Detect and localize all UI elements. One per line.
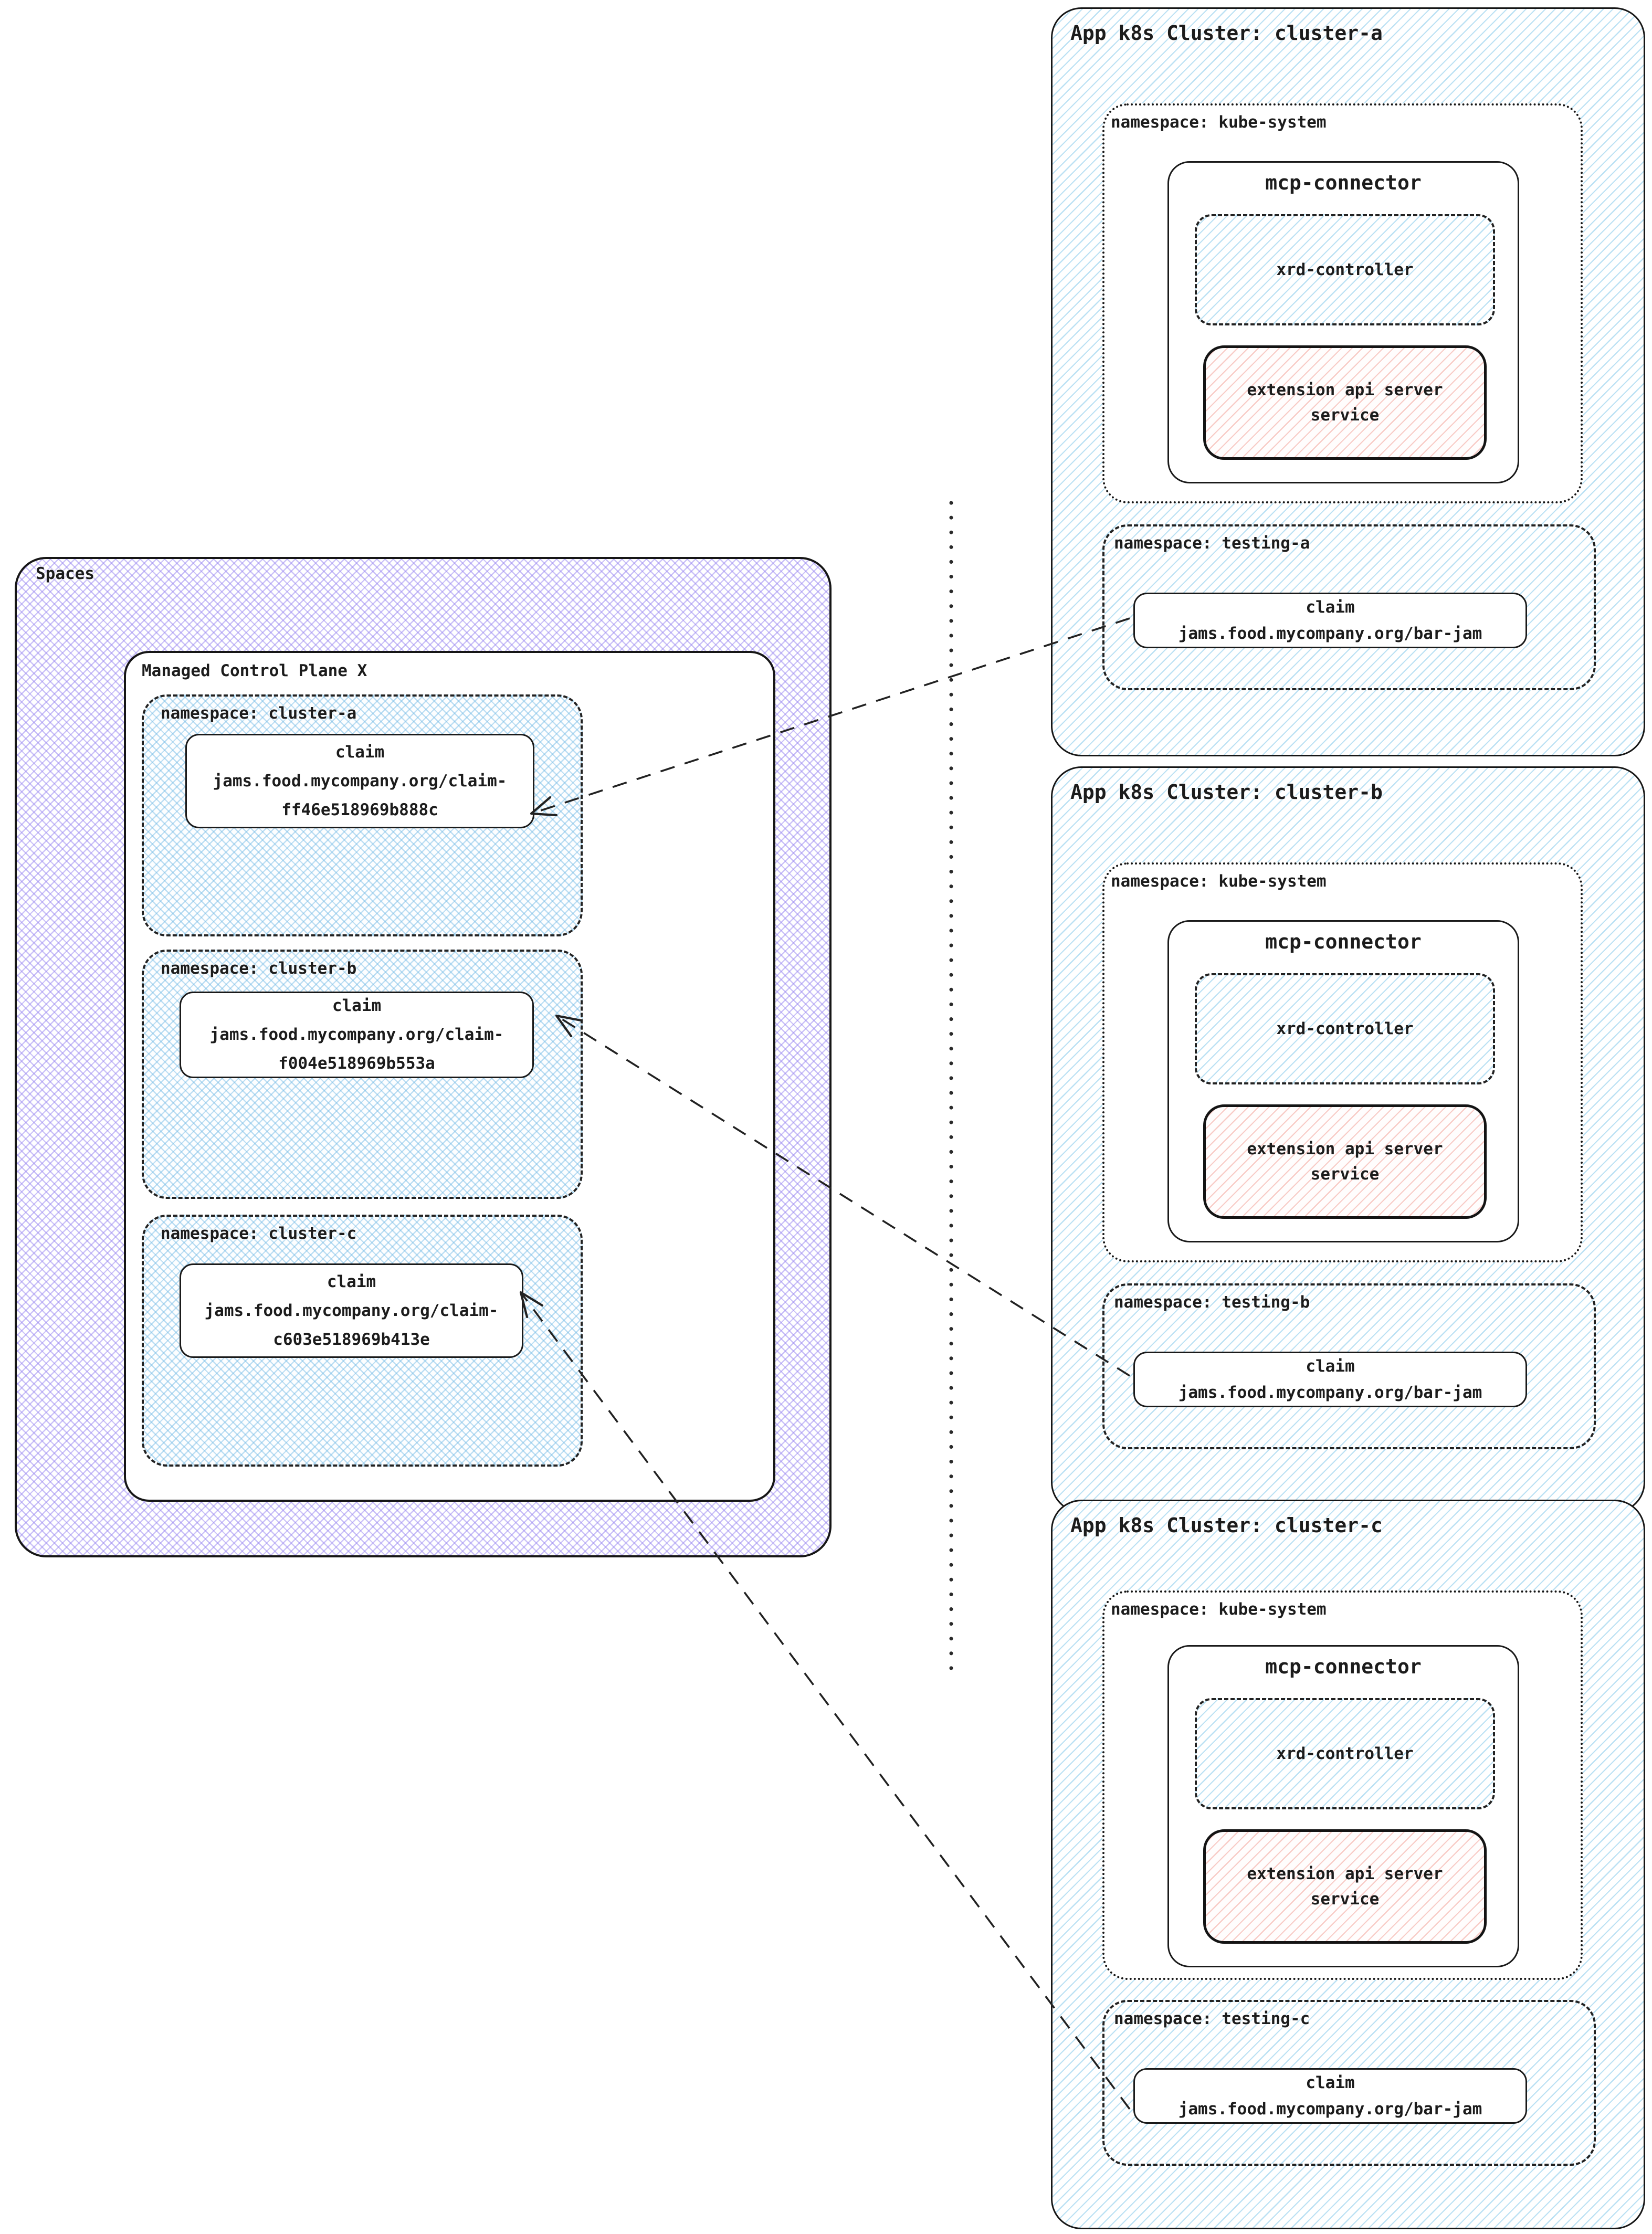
mcp-connector-box-b: mcp-connector xrd-controller extension a… <box>1167 920 1519 1242</box>
extension-api-server-line2: service <box>1310 1890 1380 1909</box>
managed-control-plane-label: Managed Control Plane X <box>142 661 367 680</box>
app-cluster-b-title: App k8s Cluster: cluster-b <box>1070 781 1383 804</box>
xrd-controller-label: xrd-controller <box>1276 1744 1414 1763</box>
kube-system-label: namespace: kube-system <box>1111 872 1327 891</box>
app-cluster-a-title: App k8s Cluster: cluster-a <box>1070 22 1383 45</box>
namespace-cluster-b-label: namespace: cluster-b <box>161 959 357 978</box>
namespace-cluster-a-label: namespace: cluster-a <box>161 704 357 723</box>
namespace-cluster-c-label: namespace: cluster-c <box>161 1224 357 1243</box>
claim-title: claim <box>332 996 382 1015</box>
claim-path: jams.food.mycompany.org/claim- <box>209 1025 504 1044</box>
kube-system-box-a: namespace: kube-system mcp-connector xrd… <box>1102 103 1583 503</box>
namespace-cluster-b-box: namespace: cluster-b claim jams.food.myc… <box>142 950 583 1199</box>
spaces-container: Spaces Managed Control Plane X namespace… <box>15 557 832 1557</box>
xrd-controller-box-c: xrd-controller <box>1195 1698 1495 1809</box>
app-cluster-c-box: App k8s Cluster: cluster-c namespace: ku… <box>1051 1500 1645 2229</box>
mcp-connector-label: mcp-connector <box>1265 171 1422 194</box>
claim-title: claim <box>1306 2073 1355 2092</box>
app-cluster-c-title: App k8s Cluster: cluster-c <box>1070 1514 1383 1537</box>
app-cluster-b-box: App k8s Cluster: cluster-b namespace: ku… <box>1051 766 1645 1513</box>
claim-path: jams.food.mycompany.org/claim- <box>213 771 507 791</box>
mcp-connector-box-a: mcp-connector xrd-controller extension a… <box>1167 161 1519 483</box>
kube-system-box-c: namespace: kube-system mcp-connector xrd… <box>1102 1590 1583 1980</box>
kube-system-box-b: namespace: kube-system mcp-connector xrd… <box>1102 862 1583 1262</box>
managed-control-plane-box: Managed Control Plane X namespace: clust… <box>124 651 775 1502</box>
claim-path: jams.food.mycompany.org/bar-jam <box>1178 2100 1482 2119</box>
extension-api-server-line1: extension api server <box>1247 381 1443 399</box>
xrd-controller-label: xrd-controller <box>1276 260 1414 279</box>
mcp-connector-box-c: mcp-connector xrd-controller extension a… <box>1167 1645 1519 1967</box>
claim-hash: f004e518969b553a <box>278 1054 435 1073</box>
claim-path: jams.food.mycompany.org/bar-jam <box>1178 1383 1482 1402</box>
claim-box-cluster-a: claim jams.food.mycompany.org/claim- ff4… <box>185 734 534 828</box>
mcp-connector-label: mcp-connector <box>1265 930 1422 953</box>
extension-api-server-box-b: extension api server service <box>1203 1104 1487 1219</box>
claim-path: jams.food.mycompany.org/bar-jam <box>1178 624 1482 643</box>
extension-api-server-line1: extension api server <box>1247 1864 1443 1883</box>
extension-api-server-line2: service <box>1310 406 1380 425</box>
testing-a-label: namespace: testing-a <box>1114 534 1310 553</box>
claim-hash: c603e518969b413e <box>273 1330 430 1349</box>
extension-api-server-box-c: extension api server service <box>1203 1829 1487 1944</box>
testing-a-box: namespace: testing-a claim jams.food.myc… <box>1102 524 1596 690</box>
testing-b-box: namespace: testing-b claim jams.food.myc… <box>1102 1283 1596 1449</box>
claim-box-cluster-b: claim jams.food.mycompany.org/claim- f00… <box>180 992 534 1078</box>
claim-box-testing-b: claim jams.food.mycompany.org/bar-jam <box>1133 1352 1527 1407</box>
claim-box-testing-c: claim jams.food.mycompany.org/bar-jam <box>1133 2068 1527 2124</box>
claim-title: claim <box>1306 1357 1355 1376</box>
xrd-controller-box-b: xrd-controller <box>1195 973 1495 1084</box>
testing-c-label: namespace: testing-c <box>1114 2009 1310 2028</box>
claim-title: claim <box>1306 598 1355 617</box>
extension-api-server-box-a: extension api server service <box>1203 345 1487 460</box>
xrd-controller-label: xrd-controller <box>1276 1019 1414 1038</box>
claim-box-testing-a: claim jams.food.mycompany.org/bar-jam <box>1133 593 1527 648</box>
extension-api-server-line1: extension api server <box>1247 1140 1443 1158</box>
app-cluster-a-box: App k8s Cluster: cluster-a namespace: ku… <box>1051 7 1645 756</box>
namespace-cluster-a-box: namespace: cluster-a claim jams.food.myc… <box>142 694 583 936</box>
spaces-label: Spaces <box>36 564 94 583</box>
claim-box-cluster-c: claim jams.food.mycompany.org/claim- c60… <box>180 1263 523 1358</box>
xrd-controller-box-a: xrd-controller <box>1195 214 1495 325</box>
claim-hash: ff46e518969b888c <box>281 800 438 819</box>
kube-system-label: namespace: kube-system <box>1111 1600 1327 1619</box>
extension-api-server-line2: service <box>1310 1165 1380 1184</box>
claim-path: jams.food.mycompany.org/claim- <box>204 1301 499 1320</box>
namespace-cluster-c-box: namespace: cluster-c claim jams.food.myc… <box>142 1215 583 1467</box>
mcp-connector-label: mcp-connector <box>1265 1655 1422 1678</box>
claim-title: claim <box>327 1272 376 1291</box>
testing-c-box: namespace: testing-c claim jams.food.myc… <box>1102 2000 1596 2166</box>
claim-title: claim <box>335 742 385 762</box>
testing-b-label: namespace: testing-b <box>1114 1293 1310 1312</box>
kube-system-label: namespace: kube-system <box>1111 113 1327 132</box>
